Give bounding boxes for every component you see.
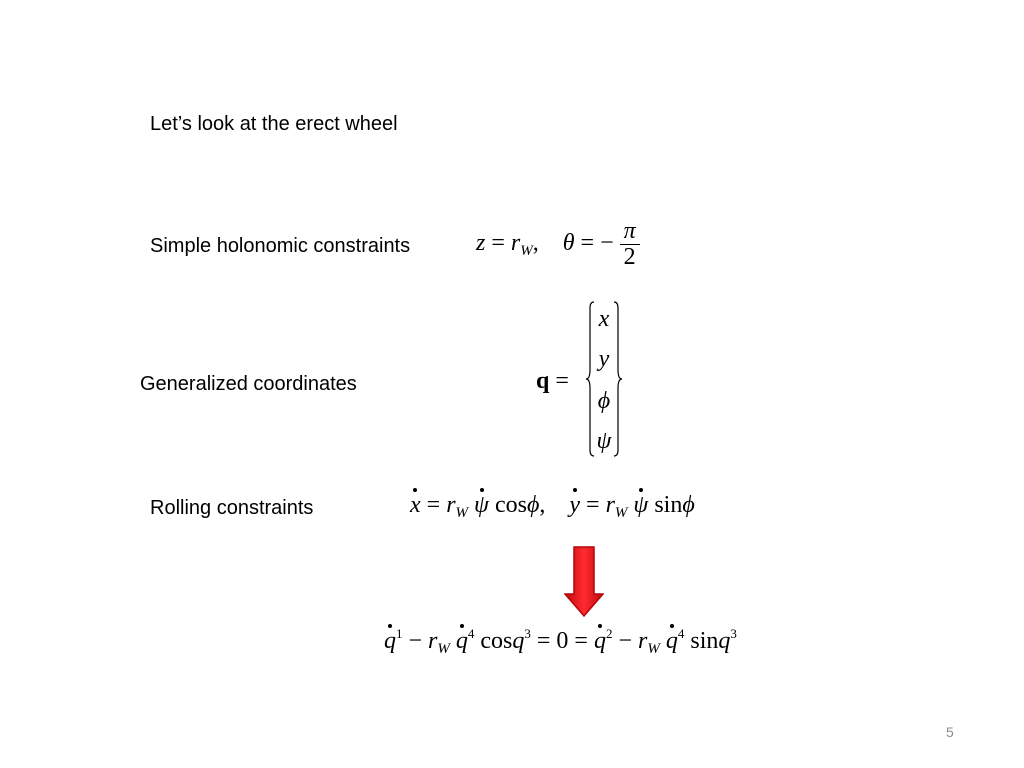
r-symbol: r: [510, 230, 521, 257]
q2-dot: q: [593, 628, 606, 654]
page-number: 5: [946, 724, 954, 740]
minus-1: −: [408, 628, 429, 654]
cos-function: cos: [494, 492, 527, 518]
q-bold: q: [536, 368, 550, 394]
w-subscript-2: W: [614, 505, 628, 521]
q3-symbol-1: q: [512, 628, 525, 654]
phi-symbol-1: ϕ: [526, 492, 540, 518]
phi-symbol-2: ϕ: [682, 492, 695, 518]
q1-index: 1: [396, 626, 403, 641]
q-equals: =: [555, 368, 569, 394]
equals-2: =: [586, 492, 606, 518]
down-arrow-icon: [563, 546, 605, 623]
equals-1: =: [426, 492, 447, 518]
equals-zero-equals: = 0 =: [536, 628, 594, 654]
w-subscript: W: [520, 243, 533, 260]
cos-function-2: cos: [480, 628, 513, 654]
r-symbol-2: r: [605, 492, 615, 518]
q-symbol: q =: [536, 368, 569, 395]
transformed-equation: q1 − rW q4 cosq3 = 0 = q2 − rW q4 sinq3: [384, 626, 737, 658]
equals-sign: =: [491, 230, 505, 257]
vector-entry-psi: ψ: [596, 428, 612, 454]
q1-dot: q: [384, 628, 396, 654]
x-dot-symbol: x: [410, 492, 421, 518]
psi-dot-2: ψ: [633, 492, 649, 518]
w-subscript-3: W: [437, 641, 450, 657]
r-symbol-4: r: [638, 628, 648, 654]
y-dot-symbol: y: [569, 492, 581, 518]
rolling-equation: x = rW ψ cosϕ, y = rW ψ sinϕ: [410, 492, 695, 522]
pi-over-two-fraction: π 2: [619, 218, 640, 271]
q4-dot-2: q: [665, 628, 678, 654]
q3-index-1: 3: [524, 626, 531, 641]
comma-1: ,: [539, 492, 546, 518]
q-vector: x y ϕ ψ: [584, 300, 624, 458]
q2-index: 2: [605, 626, 613, 641]
q4-index-1: 4: [467, 626, 475, 641]
holonomic-equation: z = rW, θ = − π 2: [476, 218, 640, 271]
w-subscript-4: W: [647, 641, 660, 657]
pi-numerator: π: [619, 218, 640, 246]
equals-minus: = −: [580, 230, 614, 257]
comma: ,: [532, 230, 539, 257]
w-subscript-1: W: [455, 505, 469, 521]
minus-2: −: [618, 628, 639, 654]
q3-symbol-2: q: [718, 628, 731, 654]
intro-text: Let’s look at the erect wheel: [150, 113, 398, 135]
vector-entry-y: y: [598, 346, 610, 372]
generalized-label: Generalized coordinates: [140, 373, 357, 395]
two-denominator: 2: [623, 244, 636, 271]
sin-function-2: sin: [690, 628, 719, 654]
vector-entry-x: x: [598, 306, 610, 332]
sin-function: sin: [654, 492, 683, 518]
holonomic-label: Simple holonomic constraints: [150, 235, 411, 257]
q4-index-2: 4: [677, 626, 685, 641]
vector-entry-phi: ϕ: [597, 388, 611, 414]
theta-symbol: θ: [562, 230, 575, 257]
q3-index-2: 3: [730, 626, 737, 641]
r-symbol-1: r: [446, 492, 456, 518]
rolling-label: Rolling constraints: [150, 497, 314, 519]
r-symbol-3: r: [428, 628, 438, 654]
brace-icon: [585, 301, 623, 457]
z-symbol: z: [476, 230, 486, 257]
q4-dot-1: q: [455, 628, 468, 654]
psi-dot-1: ψ: [474, 492, 489, 518]
